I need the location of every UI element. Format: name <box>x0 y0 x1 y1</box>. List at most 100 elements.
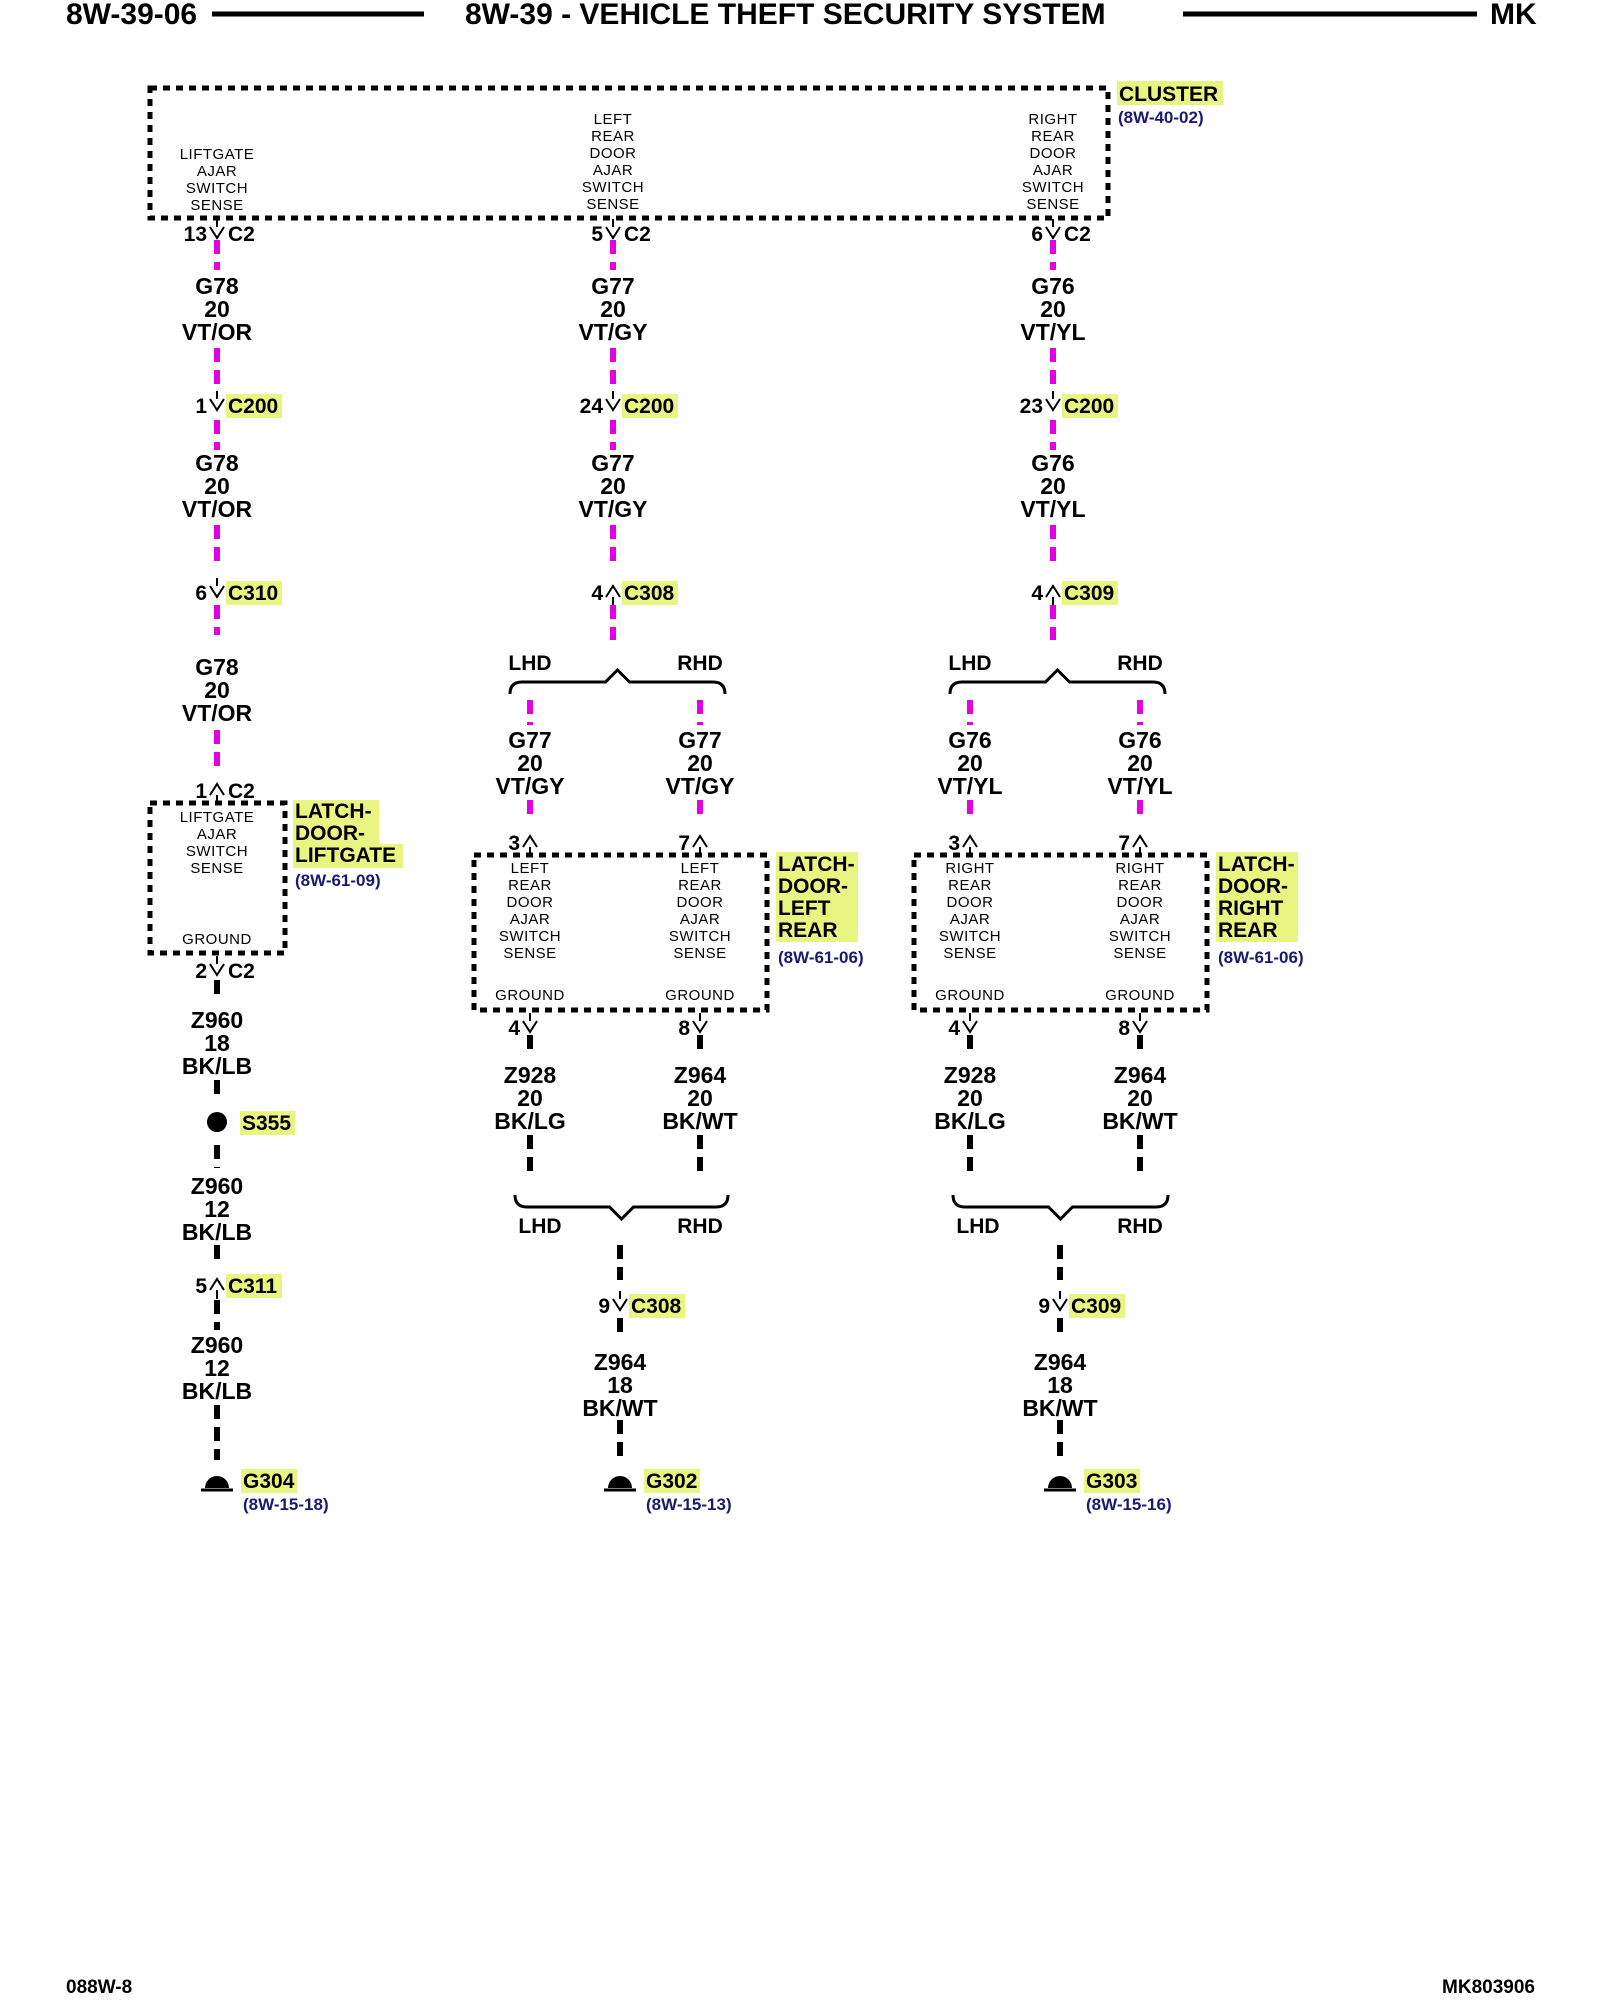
c1-wire-1-2: VT/OR <box>182 319 253 345</box>
connector-terminal-icon <box>692 834 708 848</box>
cluster-pin-left-rear-3: AJAR <box>593 162 633 179</box>
latch-left-rear-pin-rhd-4: SWITCH <box>669 928 731 945</box>
c2-ground-wire-2: BK/WT <box>582 1395 657 1421</box>
connector-terminal-icon <box>209 226 225 240</box>
latch-left-rear-ref: (8W-61-06) <box>778 948 864 967</box>
cluster-pin-liftgate-3: SENSE <box>190 197 243 214</box>
c2-ground-wire-1: 18 <box>607 1372 633 1398</box>
c2-c200-connector-highlight <box>622 394 678 418</box>
c2-c308-ground-connector-highlight <box>629 1294 685 1318</box>
latch-right-rear-pin-lhd-4: SWITCH <box>939 928 1001 945</box>
latch-right-rear-pin-rhd-2: DOOR <box>1117 894 1164 911</box>
c2-wire-lhd-0: G77 <box>508 727 551 753</box>
c1-wire-2-2: VT/OR <box>182 496 253 522</box>
ground-g303-name: G303 <box>1086 1470 1137 1493</box>
ground-g304-name: G304 <box>243 1470 295 1493</box>
latch-right-rear-pin-rhd-0: RIGHT <box>1115 860 1164 877</box>
ground-g302-ref: (8W-15-13) <box>646 1495 732 1514</box>
latch-right-rear-pin-rhd-3: AJAR <box>1120 911 1160 928</box>
c2-latch-out-lhd-connector-pin: 4 <box>508 1017 520 1040</box>
latch-liftgate-box <box>147 800 288 956</box>
c2-c308-ground-connector-pin: 9 <box>598 1295 610 1318</box>
c1-wire-6-1: 12 <box>204 1355 230 1381</box>
c2-ground-wire-lhd-0: Z928 <box>504 1062 557 1088</box>
connector-terminal-icon <box>1132 1020 1148 1034</box>
latch-right-rear-pin-rhd-1: REAR <box>1118 877 1162 894</box>
c2-c308-connector-highlight <box>622 581 678 605</box>
c3-latch-out-rhd-connector-pin: 8 <box>1118 1017 1130 1040</box>
latch-left-rear-pin-rhd-5: SENSE <box>673 945 726 962</box>
latch-left-rear-ground-rhd: GROUND <box>665 987 735 1004</box>
c3-cluster-connector-pin: 6 <box>1031 223 1043 246</box>
cluster-pin-right-rear-5: SENSE <box>1026 196 1079 213</box>
c1-wire-3-1: 20 <box>204 677 230 703</box>
cluster-pin-right-rear-1: REAR <box>1031 128 1075 145</box>
c2-ground-wire-0: Z964 <box>594 1349 647 1375</box>
cluster-box <box>147 85 1111 221</box>
footer-right-code: MK803906 <box>1442 1977 1535 1998</box>
splice-s355-name: S355 <box>242 1112 291 1135</box>
c2-ground-option-bracket <box>513 1194 730 1222</box>
ground-g303-ref: (8W-15-16) <box>1086 1495 1172 1514</box>
cluster-ref: (8W-40-02) <box>1118 108 1204 127</box>
c3-c200-connector-highlight <box>1062 394 1118 418</box>
c3-latch-out-lhd-connector-pin: 4 <box>948 1017 960 1040</box>
c3-c200-connector-pin: 23 <box>1020 395 1043 418</box>
c2-ground-wire-lhd-1: 20 <box>517 1085 543 1111</box>
latch-right-rear-name-2: RIGHT <box>1218 897 1284 920</box>
connector-terminal-icon <box>209 782 225 796</box>
latch-left-rear-pin-rhd-0: LEFT <box>681 860 720 877</box>
c3-option-rhd: RHD <box>1117 652 1163 675</box>
latch-right-rear-box <box>911 852 1210 1013</box>
c3-ground-option-bracket <box>951 1194 1170 1222</box>
latch-liftgate-name-highlight <box>293 844 403 868</box>
connector-terminal-icon <box>605 398 621 412</box>
c3-wire-2-0: G76 <box>1031 450 1074 476</box>
c3-wire-2-2: VT/YL <box>1020 496 1085 522</box>
c1-latch-out-connector-name: C2 <box>228 960 255 983</box>
c2-wire-1-0: G77 <box>591 273 634 299</box>
c3-c309-ground-connector-highlight <box>1069 1294 1125 1318</box>
c1-c200-connector-pin: 1 <box>195 395 207 418</box>
latch-right-rear-ground-rhd: GROUND <box>1105 987 1175 1004</box>
c2-wire-rhd-0: G77 <box>678 727 721 753</box>
cluster-pin-liftgate-1: AJAR <box>197 163 237 180</box>
connector-terminal-icon <box>1045 398 1061 412</box>
c1-wire-3-0: G78 <box>195 654 239 680</box>
c3-ground-option-rhd: RHD <box>1117 1215 1163 1238</box>
c2-c308-connector-name: C308 <box>624 582 675 605</box>
ground-g303-highlight <box>1084 1469 1140 1493</box>
connector-terminal-icon <box>522 1020 538 1034</box>
latch-right-rear-name-highlight <box>1216 874 1298 898</box>
latch-liftgate-ref: (8W-61-09) <box>295 871 381 890</box>
c3-wire-rhd-0: G76 <box>1118 727 1161 753</box>
latch-right-rear-pin-lhd-0: RIGHT <box>945 860 994 877</box>
c3-ground-wire-1: 18 <box>1047 1372 1073 1398</box>
c2-c308-ground-connector-name: C308 <box>631 1295 682 1318</box>
c3-ground-wire-lhd-0: Z928 <box>944 1062 997 1088</box>
c3-c309-connector-pin: 4 <box>1031 582 1043 605</box>
cluster-pin-right-rear-2: DOOR <box>1030 145 1077 162</box>
ground-g302-name: G302 <box>646 1470 697 1493</box>
c3-wire-1-2: VT/YL <box>1020 319 1085 345</box>
latch-left-rear-pin-lhd-3: AJAR <box>510 911 550 928</box>
c2-latch-in-lhd-connector-pin: 3 <box>508 832 520 855</box>
c1-c311-connector-highlight <box>226 1274 282 1298</box>
c2-wire-2-1: 20 <box>600 473 626 499</box>
c1-wire-1-0: G78 <box>195 273 239 299</box>
latch-left-rear-name-3: REAR <box>778 919 838 942</box>
c1-cluster-connector-name: C2 <box>228 223 255 246</box>
connector-terminal-icon <box>209 963 225 977</box>
c1-c310-connector-name: C310 <box>228 582 278 605</box>
c3-c309-ground-connector-pin: 9 <box>1038 1295 1050 1318</box>
page-title: 8W-39 - VEHICLE THEFT SECURITY SYSTEM <box>465 0 1106 31</box>
c2-wire-rhd-1: 20 <box>687 750 713 776</box>
latch-liftgate-pin-0: LIFTGATE <box>180 809 255 826</box>
c2-option-rhd: RHD <box>677 652 723 675</box>
ground-g303-icon <box>1048 1476 1072 1488</box>
c3-option-lhd: LHD <box>948 652 991 675</box>
cluster-pin-left-rear-0: LEFT <box>594 111 633 128</box>
c2-wire-rhd-2: VT/GY <box>665 773 734 799</box>
latch-right-rear-pin-lhd-5: SENSE <box>943 945 996 962</box>
c1-wire-5-0: Z960 <box>191 1173 243 1199</box>
